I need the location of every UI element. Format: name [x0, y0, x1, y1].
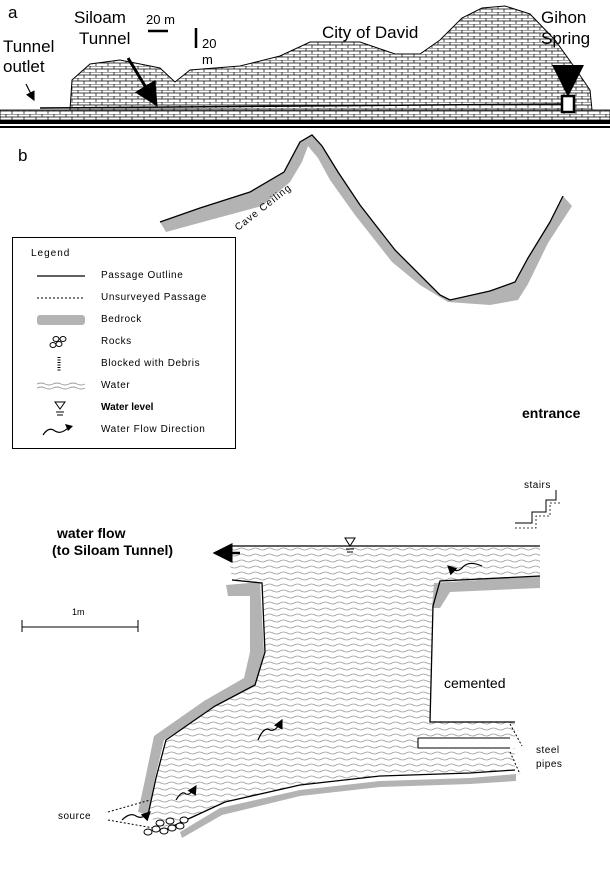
cave-ceiling-outline	[159, 134, 564, 301]
water-flow-label-line1: water flow	[57, 525, 126, 541]
tunnel-outlet-arrow	[25, 83, 35, 102]
panel-a-label: a	[8, 3, 18, 22]
source-label: source	[58, 811, 92, 822]
city-of-david-hill-profile	[69, 5, 593, 111]
gihon-label-line2: Spring	[541, 29, 591, 48]
blocked-debris-symbol	[57, 357, 61, 371]
panel-b-label: b	[18, 146, 28, 165]
flow-arrow-upper-right	[447, 562, 483, 576]
bedrock-symbol	[37, 315, 85, 325]
vertical-scale-label-1: 20	[202, 36, 217, 51]
cave-ceiling-bedrock	[160, 135, 572, 305]
legend-label: Unsurveyed Passage	[101, 292, 207, 303]
passage-outline-left	[147, 579, 266, 816]
passage-outline-upper-right	[429, 575, 541, 723]
cemented-label: cemented	[444, 675, 506, 691]
legend-item-rocks: Rocks	[13, 332, 235, 352]
tunnel-outlet-label-line2: outlet	[3, 57, 45, 76]
legend-label: Blocked with Debris	[101, 358, 201, 369]
city-of-david-label: City of David	[322, 23, 419, 42]
steel-pipes-label-line2: pipes	[536, 759, 563, 770]
legend-item-bedrock: Bedrock	[13, 310, 235, 330]
legend-item-water-flow-direction: Water Flow Direction	[13, 420, 235, 440]
siloam-tunnel-label-line2: Tunnel	[79, 29, 131, 48]
legend-box: Legend Passage Outline Unsurveyed Passag…	[12, 237, 236, 449]
legend-item-passage-outline: Passage Outline	[13, 266, 235, 286]
water-flow-label-line2: (to Siloam Tunnel)	[52, 542, 174, 558]
legend-label: Water level	[101, 402, 154, 413]
legend-item-water: Water	[13, 376, 235, 396]
stairs-drawing	[515, 490, 560, 529]
entrance-label: entrance	[522, 405, 581, 421]
rocks-cluster	[143, 816, 189, 836]
flow-arrow-source	[121, 811, 151, 822]
legend-label: Water	[101, 380, 131, 391]
legend-item-blocked-debris: Blocked with Debris	[13, 354, 235, 374]
cave-section	[21, 490, 560, 838]
water-body	[148, 547, 540, 830]
water-symbol	[36, 382, 86, 390]
stairs-label: stairs	[524, 480, 551, 491]
unsurveyed-passage-symbol	[37, 297, 85, 299]
panel-a	[0, 5, 610, 124]
legend-label: Passage Outline	[101, 270, 184, 281]
gihon-spring-marker	[560, 94, 576, 114]
water-level-symbol	[344, 537, 356, 553]
water-flow-arrow-icon	[42, 424, 73, 436]
tunnel-outlet-label-line1: Tunnel	[3, 37, 55, 56]
bedrock-bottom-right	[180, 774, 516, 838]
flow-arrow-middle	[257, 718, 283, 741]
steel-pipes-label-line1: steel	[536, 745, 560, 756]
legend-label: Bedrock	[101, 314, 142, 325]
steel-pipes-drawing	[417, 723, 523, 775]
bedrock-left-wall	[138, 582, 264, 815]
siloam-tunnel-label-line1: Siloam	[74, 8, 126, 27]
siloam-tunnel-line	[39, 103, 567, 109]
cave-ceiling	[159, 134, 572, 305]
ground-base-line	[0, 120, 610, 124]
legend-label: Water Flow Direction	[101, 424, 206, 435]
legend-label: Rocks	[101, 336, 132, 347]
siloam-tunnel-arrow	[126, 57, 158, 107]
unsurveyed-source-dash-1	[107, 799, 151, 813]
legend-item-unsurveyed-passage: Unsurveyed Passage	[13, 288, 235, 308]
meter-scale-bar	[21, 620, 139, 632]
meter-scale-label: 1m	[72, 607, 85, 617]
legend-item-water-level: Water level	[13, 398, 235, 418]
bedrock-upper-right	[432, 576, 540, 608]
ground-layer	[0, 109, 610, 121]
vertical-scale-label-2: m	[202, 52, 213, 67]
legend-title: Legend	[31, 248, 71, 259]
passage-outline-symbol	[37, 275, 85, 277]
gihon-label-line1: Gihon	[541, 8, 587, 27]
water-level-icon	[54, 401, 66, 416]
horizontal-scale-label: 20 m	[146, 12, 175, 27]
rocks-symbol	[49, 336, 67, 348]
flow-arrow-lower	[175, 784, 197, 801]
